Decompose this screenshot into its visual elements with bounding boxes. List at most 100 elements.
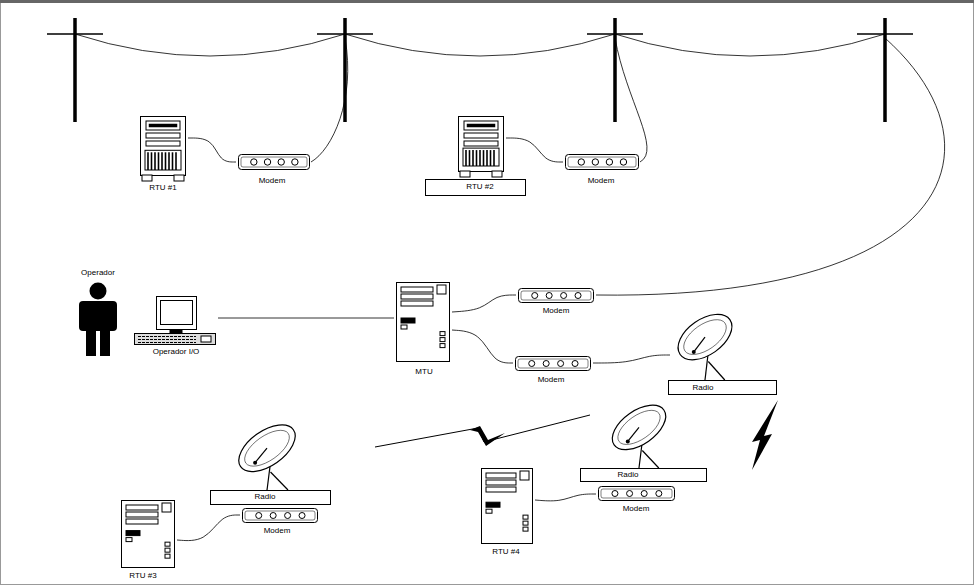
operator-figure-icon	[76, 282, 120, 356]
mtu-computer-part	[401, 287, 433, 292]
rtu-server-part	[479, 150, 481, 166]
radio-link-bolt	[752, 400, 778, 470]
modem-box-icon	[518, 288, 594, 303]
operator-terminal-part	[135, 334, 216, 345]
modem-box-part	[568, 157, 636, 167]
radio-dish-part	[708, 362, 725, 381]
device-label: Modem	[264, 526, 291, 536]
rtu-server-part	[149, 124, 177, 127]
device-label: Modem	[623, 504, 650, 514]
modem-box-part	[518, 359, 588, 368]
operator-terminal-part	[138, 342, 196, 343]
rtu-server-part	[464, 121, 498, 130]
rtu-server-part	[464, 141, 498, 146]
rtu-server: RTU #1	[138, 114, 188, 195]
radio-dish: Radio	[670, 304, 740, 395]
modem-box-icon	[515, 356, 591, 371]
operator-terminal-icon	[134, 296, 216, 346]
modem-box-part	[245, 511, 315, 520]
rtu-computer-part	[486, 487, 516, 492]
rtu-server-part	[154, 152, 156, 170]
radio-dish-part	[255, 448, 267, 462]
operator-terminal-part	[201, 336, 211, 342]
modem-box-part	[575, 293, 581, 299]
rtu-server-part	[467, 124, 495, 127]
modem-box-part	[546, 293, 552, 299]
radio-dish-part	[642, 451, 659, 469]
radio-dish-part	[692, 350, 696, 354]
modem-box-part	[292, 159, 298, 165]
rtu-server-part	[141, 117, 186, 176]
line-drop	[615, 38, 647, 162]
operator-figure-part	[100, 327, 110, 356]
rtu-computer: RTU #3	[119, 498, 177, 583]
cable-connector	[188, 138, 236, 162]
device-label: RTU #1	[149, 183, 176, 193]
device-label: RTU #2	[466, 182, 493, 192]
device-label: Modem	[588, 176, 615, 186]
device-label: Radio	[618, 470, 639, 480]
rtu-server-part	[476, 150, 478, 166]
modem-box-part	[239, 155, 310, 170]
mtu-computer-part	[440, 338, 445, 342]
rtu-computer-part	[486, 502, 500, 507]
rtu-server-part	[493, 150, 495, 166]
rtu-computer-part	[122, 501, 175, 568]
radio-dish: Radio	[604, 396, 674, 482]
rtu-computer-part	[523, 515, 528, 519]
cable-connector	[452, 330, 513, 363]
cable-connector	[177, 515, 240, 541]
rtu-server-part	[161, 152, 163, 170]
cable-connector	[506, 138, 563, 162]
device-label: Modem	[259, 176, 286, 186]
rtu-server-part	[165, 152, 167, 170]
radio-dish-part	[271, 472, 289, 490]
radio-dish-part	[626, 439, 630, 443]
modem-box-icon	[565, 154, 639, 170]
cable-connector	[218, 318, 394, 319]
operator-terminal-part	[138, 339, 196, 340]
rtu-computer-part	[165, 548, 170, 552]
device-label: RTU #3	[129, 571, 156, 581]
modem-box-part	[285, 513, 291, 519]
modem-box-icon	[238, 154, 310, 170]
operator-terminal-part	[157, 297, 197, 330]
mtu-computer-part	[440, 332, 445, 336]
modem-box-part	[519, 289, 594, 303]
radio-dish-part	[694, 337, 705, 352]
modem-box-part	[516, 357, 591, 371]
modem-box-part	[278, 159, 284, 165]
rtu-server-part	[492, 171, 502, 177]
modem-box: Modem	[236, 152, 312, 188]
rtu-computer-part	[165, 554, 170, 558]
rtu-server-part	[472, 150, 474, 166]
radio-dish-icon	[232, 418, 302, 490]
rtu-computer-part	[126, 531, 140, 536]
modem-box-part	[599, 487, 675, 501]
rtu-computer-part	[486, 509, 492, 513]
radio-dish-part	[670, 305, 740, 369]
rtu-computer-part	[520, 471, 529, 480]
rtu-server-part	[172, 152, 174, 170]
device-label: RTU #4	[492, 547, 519, 557]
modem-box-part	[270, 513, 276, 519]
base-plate	[581, 469, 707, 482]
rtu-server-part	[175, 152, 177, 170]
cable-connector	[535, 494, 596, 501]
operator-figure: Operador	[74, 266, 122, 358]
rtu-computer-part	[482, 469, 533, 544]
rtu-server-part	[151, 152, 153, 170]
rtu-server-part	[146, 121, 180, 130]
rtu-server-part	[174, 175, 184, 181]
modem-box-part	[578, 159, 584, 165]
modem-box-part	[601, 489, 672, 498]
rtu-server-part	[469, 150, 471, 166]
modem-box: Modem	[240, 506, 320, 538]
modem-box-part	[612, 491, 618, 497]
radio-dish-part	[612, 404, 666, 452]
radio-dish-part	[239, 423, 295, 473]
radio-dish-part	[231, 416, 304, 481]
